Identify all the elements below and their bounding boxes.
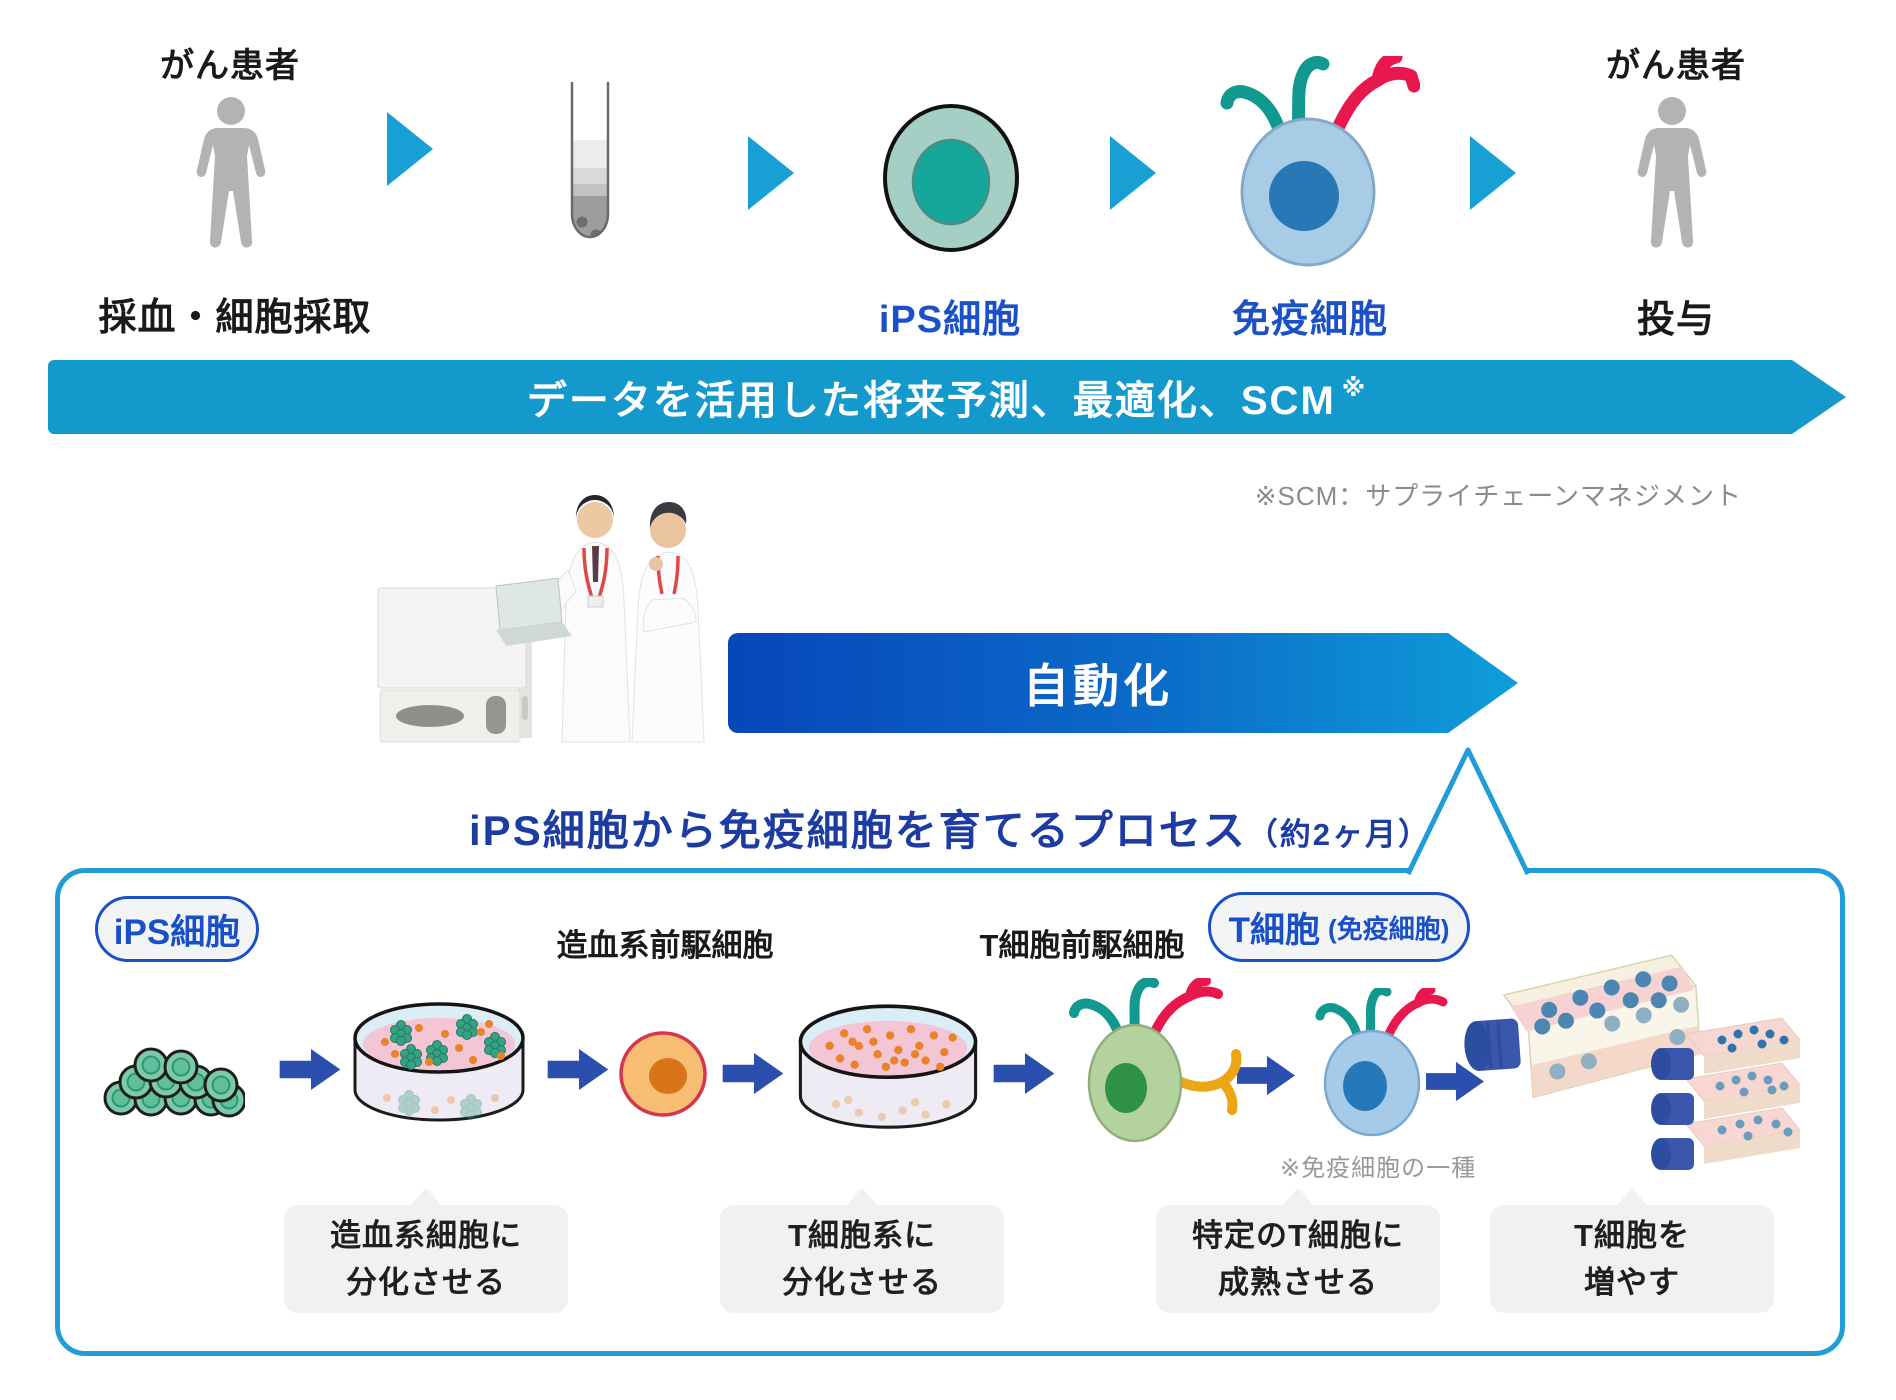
scientists-photo	[377, 495, 705, 743]
petri-dish-tcell-icon	[798, 1004, 978, 1129]
culture-flask-icon	[1464, 954, 1702, 1099]
car-receptor-icon	[1331, 56, 1420, 135]
automation-banner: 自動化	[728, 633, 1518, 733]
scientist-right	[631, 502, 705, 743]
label-tcell-precursor: T細胞前駆細胞	[979, 928, 1185, 963]
patient-left-icon	[196, 97, 266, 248]
process-arrow-icon	[547, 1048, 609, 1091]
process-arrow-icon	[1426, 1061, 1484, 1102]
step-box-expand-tcell: T細胞を 増やす	[1490, 1205, 1774, 1313]
step-box-differentiate-hematopoietic: 造血系細胞に 分化させる	[284, 1205, 568, 1313]
data-banner-text: データを活用した将来予測、最適化、SCM※	[526, 375, 1368, 423]
tcr-receptor-icon	[1220, 56, 1330, 139]
laptop-icon	[495, 577, 572, 646]
ips-cell-icon	[883, 104, 1019, 252]
step-box-mature-tcell: 特定のT細胞に 成熟させる	[1156, 1205, 1440, 1313]
stacked-flask-icon	[1651, 1017, 1801, 1170]
data-utilization-banner: データを活用した将来予測、最適化、SCM※	[48, 360, 1846, 434]
label-hematopoietic-progenitor: 造血系前駆細胞	[556, 928, 774, 963]
caption-immune-cell: 免疫細胞	[1231, 299, 1388, 341]
badge-ips-cell: iPS細胞	[95, 896, 259, 962]
process-arrow-icon	[722, 1052, 784, 1095]
tcell-precursor-icon	[1069, 978, 1242, 1143]
flow-arrow-icon	[1470, 136, 1516, 210]
blood-sample-tube-icon	[570, 82, 610, 239]
tcell-icon	[1315, 988, 1448, 1137]
flow-arrow-icon	[1110, 136, 1156, 210]
flask-caps	[1651, 1048, 1694, 1170]
patient-left-title: がん患者	[160, 47, 300, 85]
process-title: iPS細胞から免疫細胞を育てるプロセス（約2ヶ月）	[469, 807, 1431, 854]
step-box-pointer	[410, 1188, 442, 1206]
process-arrow-icon	[993, 1052, 1055, 1095]
step-box-pointer	[1282, 1188, 1314, 1206]
process-duration: （約2ヶ月）	[1246, 817, 1431, 852]
immune-cell-icon	[1220, 56, 1420, 267]
caption-blood-collection: 採血・細胞採取	[98, 297, 372, 339]
process-arrow-icon	[279, 1048, 341, 1091]
patient-right-title: がん患者	[1606, 47, 1746, 85]
process-arrow-icon	[1237, 1055, 1295, 1096]
automation-banner-text: 自動化	[1023, 660, 1173, 712]
caption-administration: 投与	[1636, 299, 1715, 341]
badge-tcell: T細胞 (免疫細胞)	[1208, 892, 1470, 962]
scm-footnote: ※SCM：サプライチェーンマネジメント	[1254, 481, 1742, 511]
flow-arrow-icon	[387, 112, 433, 186]
callout-pointer	[1406, 747, 1530, 876]
hematopoietic-cell-icon	[619, 1031, 707, 1117]
tcell-footnote: ※免疫細胞の一種	[1280, 1155, 1477, 1182]
petri-dish-differentiation-icon	[353, 1002, 525, 1122]
caption-ips-cell: iPS細胞	[878, 299, 1022, 341]
step-box-pointer	[846, 1188, 878, 1206]
scientist-left	[495, 495, 631, 743]
ips-cell-cluster-icon	[103, 1047, 245, 1118]
step-box-pointer	[1616, 1188, 1648, 1206]
footnote-mark: ※	[1341, 375, 1368, 402]
patient-right-icon	[1637, 97, 1707, 248]
flow-arrow-icon	[748, 136, 794, 210]
step-box-differentiate-tcell: T細胞系に 分化させる	[720, 1205, 1004, 1313]
